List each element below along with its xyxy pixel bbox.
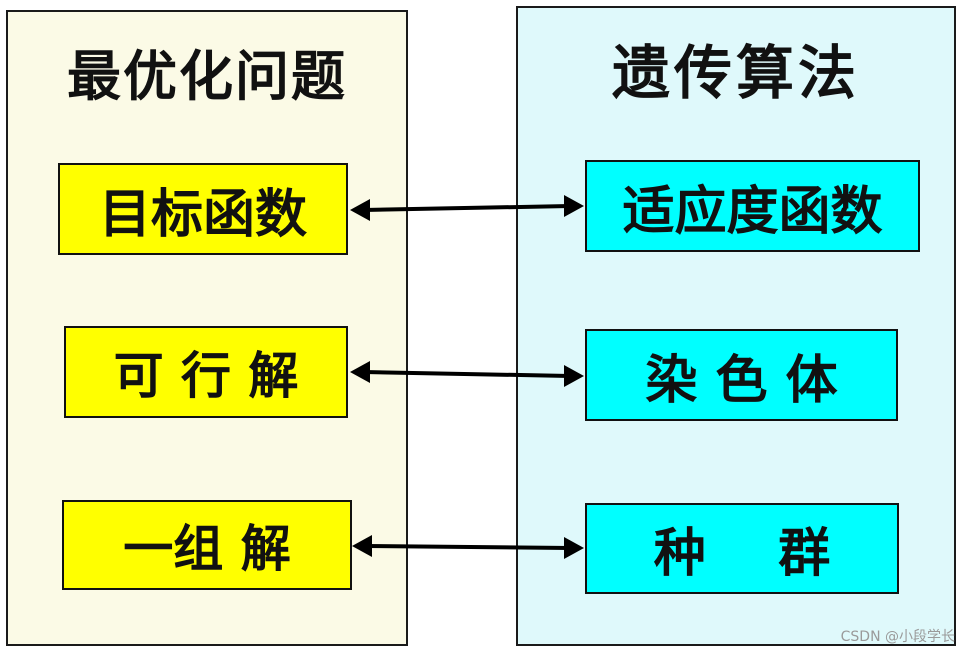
chromosome-label: 染 色 体 [645, 350, 838, 411]
objective-function-box: 目标函数 [58, 163, 348, 255]
arrow-feasible-chromosome [350, 361, 584, 387]
fitness-function-label: 适应度函数 [622, 181, 883, 242]
objective-function-label: 目标函数 [98, 184, 307, 245]
population-label: 种 群 [653, 524, 831, 584]
watermark: CSDN @小段学长 [840, 629, 955, 645]
solution-set-box: 一组 解 [62, 500, 352, 590]
genetic-algorithm-title: 遗传算法 [611, 39, 860, 107]
population-box: 种 群 [585, 503, 899, 594]
arrow-solutionset-population [352, 535, 584, 559]
optimization-problem-title: 最优化问题 [67, 45, 347, 108]
chromosome-box: 染 色 体 [585, 329, 898, 421]
fitness-function-box: 适应度函数 [585, 160, 920, 252]
feasible-solution-box: 可 行 解 [64, 326, 348, 418]
feasible-solution-label: 可 行 解 [113, 347, 299, 405]
arrow-objective-fitness [350, 195, 584, 221]
solution-set-label: 一组 解 [123, 520, 291, 578]
